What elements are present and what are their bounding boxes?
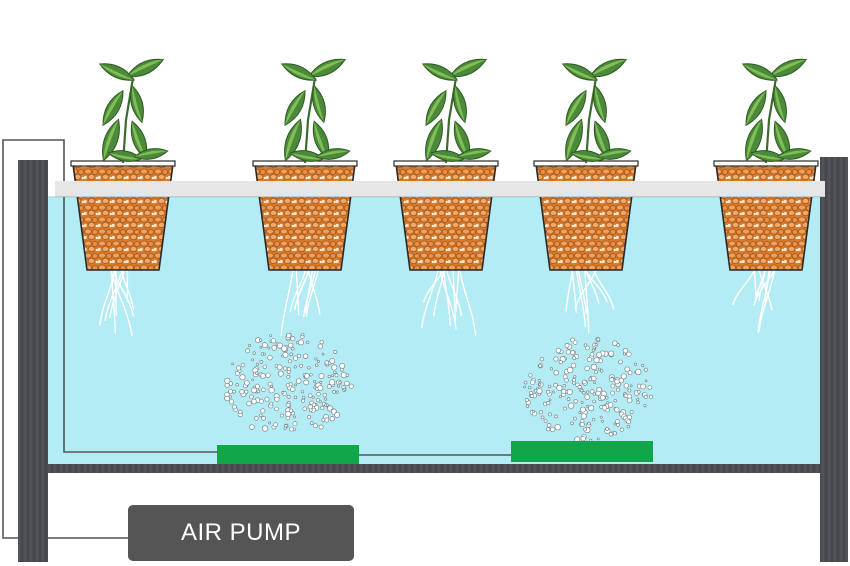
support-post-left	[18, 160, 48, 562]
plants	[98, 58, 812, 164]
support-rail	[55, 181, 825, 197]
clay-pebble-pot	[393, 160, 499, 271]
air-pump[interactable]: AIR PUMP	[128, 505, 354, 561]
root-bundles	[99, 267, 776, 337]
root-bundle	[99, 267, 135, 337]
root-bundle	[280, 267, 321, 336]
root-bundle	[565, 267, 615, 334]
clay-pebble-pot	[713, 160, 819, 271]
air-stone-left	[217, 445, 359, 464]
plant-icon	[561, 58, 632, 164]
air-bubbles	[224, 332, 653, 443]
air-pump-label: AIR PUMP	[180, 519, 301, 546]
clay-pebble-pot	[70, 160, 176, 271]
plant-icon	[741, 58, 812, 164]
tank-bottom	[46, 464, 822, 473]
air-stone-right	[511, 441, 653, 462]
plant-icon	[98, 58, 169, 164]
plant-icon	[421, 58, 492, 164]
root-bundle	[420, 267, 477, 336]
clay-pebble-pot	[252, 160, 358, 271]
clay-pebble-pot	[533, 160, 639, 271]
root-bundle	[732, 267, 776, 334]
support-post-right	[820, 157, 848, 562]
plant-icon	[280, 58, 351, 164]
